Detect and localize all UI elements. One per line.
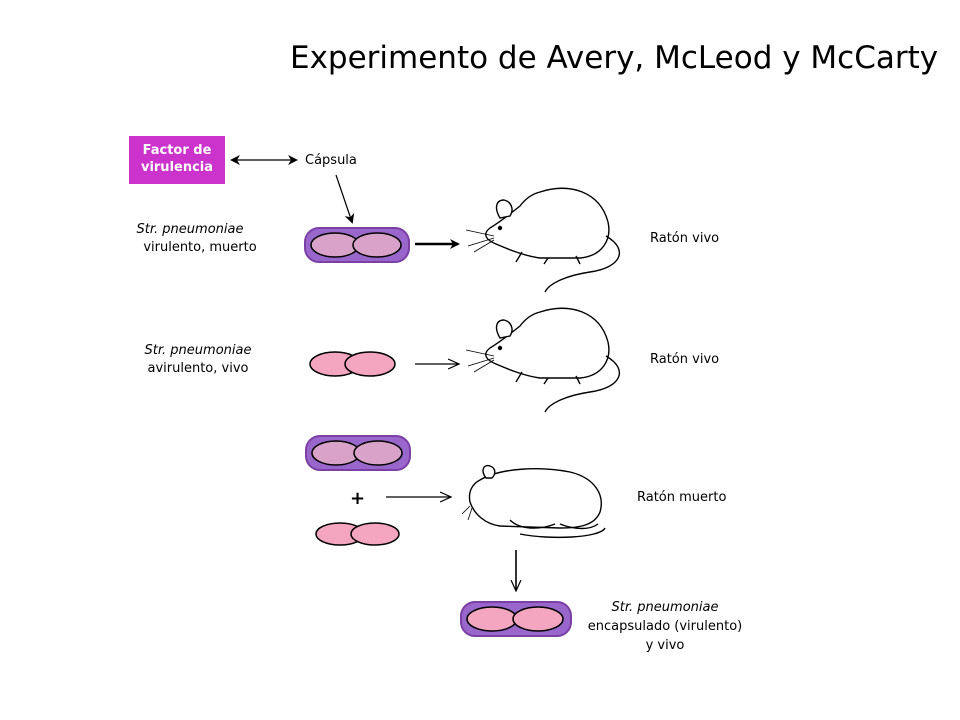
row1-mouse-icon	[465, 187, 620, 293]
virulence-factor-line1: Factor de	[142, 143, 212, 159]
row3-mouse-icon	[461, 464, 606, 539]
row2-mouse-icon	[465, 307, 620, 413]
capsule-label: Cápsula	[305, 153, 357, 168]
row1-strain-desc: virulento, muerto	[143, 240, 257, 255]
outcome-line2: encapsulado (virulento)	[587, 619, 743, 634]
row1-strain-name: Str. pneumoniae	[136, 222, 244, 237]
row3-bacterium	[315, 522, 400, 546]
row2-strain-desc: avirulento, vivo	[147, 361, 249, 376]
virulence-factor-box: Factor de virulencia	[129, 136, 225, 184]
row3-encapsulated-bacterium	[305, 435, 411, 471]
row2-strain-name: Str. pneumoniae	[144, 343, 252, 358]
row2-bacterium	[309, 351, 396, 377]
row1-encapsulated-bacterium	[304, 227, 410, 263]
outcome-encapsulated-bacterium	[460, 601, 572, 637]
outcome-strain-name: Str. pneumoniae	[611, 600, 719, 615]
row3-result: Ratón muerto	[637, 490, 727, 505]
plus-sign: +	[350, 488, 365, 509]
row2-result: Ratón vivo	[650, 352, 720, 367]
row1-result: Ratón vivo	[650, 231, 720, 246]
capsule-pointer-arrow	[335, 174, 355, 224]
virulence-factor-line2: virulencia	[140, 160, 214, 175]
page-title: Experimento de Avery, McLeod y McCarty	[290, 40, 939, 76]
outcome-line3: y vivo	[645, 638, 685, 653]
